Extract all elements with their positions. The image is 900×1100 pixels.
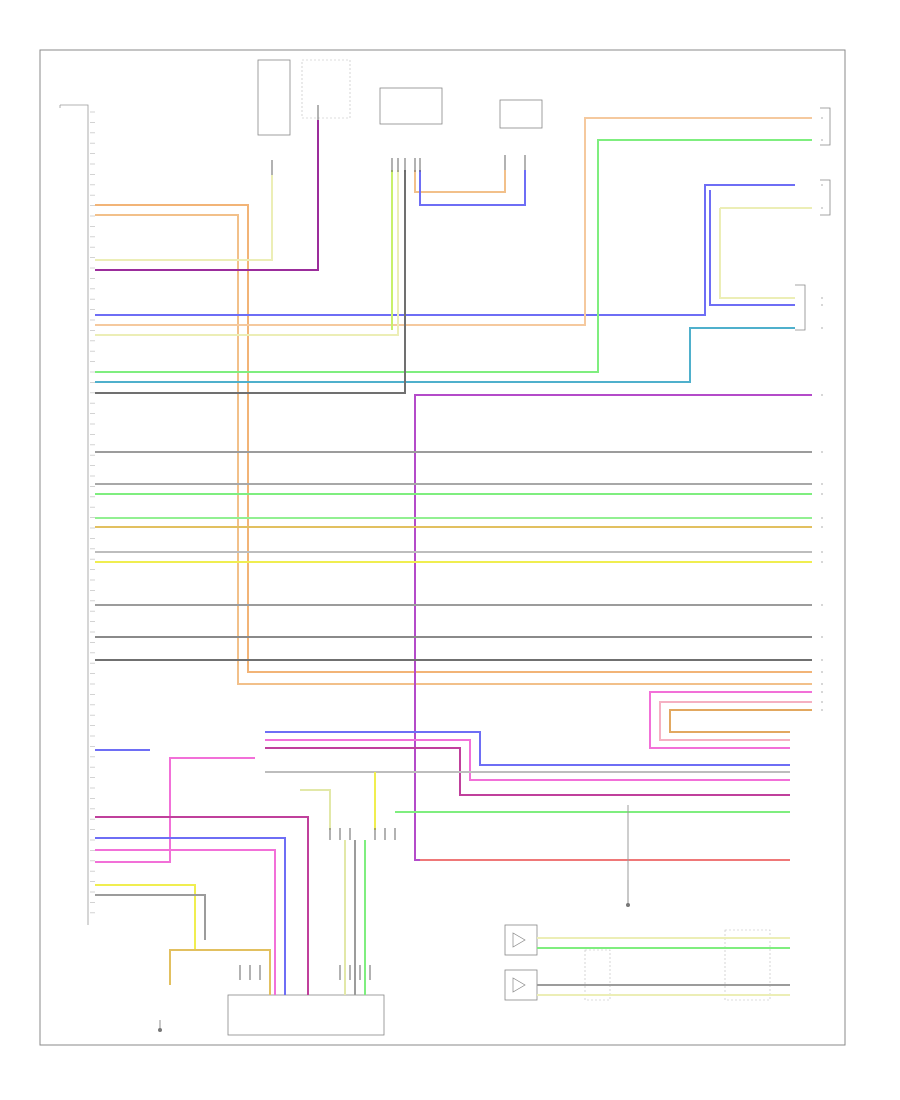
bottom-right-dashed-box [724, 929, 771, 1001]
right-end-dot [821, 493, 823, 495]
wire-orange-2 [95, 214, 812, 685]
wire-blue-6 [95, 837, 286, 995]
wire-green-1 [95, 139, 812, 373]
wire-tan-2 [669, 709, 812, 733]
ground-symbol-right [626, 880, 630, 907]
wire-blue-1 [95, 184, 795, 316]
top-sensor-box [257, 59, 291, 136]
right-connector-mid [820, 179, 831, 216]
right-end-dot [821, 327, 823, 329]
wire-cream-3 [719, 207, 812, 299]
left-pin-column [90, 111, 95, 914]
bottom-connector-pins [239, 965, 371, 980]
right-end-dot [821, 671, 823, 673]
right-end-dot [821, 691, 823, 693]
right-end-dot [821, 709, 823, 711]
right-end-dot [821, 517, 823, 519]
mid-connector-pins [329, 828, 396, 840]
wire-orange-1 [95, 204, 812, 673]
wire-pink-1 [649, 691, 812, 749]
diagram-frame [39, 49, 846, 1046]
ground-symbol-left [158, 1020, 162, 1032]
right-end-dot [821, 526, 823, 528]
right-end-dot [821, 184, 823, 186]
wire-cream-2 [95, 170, 399, 336]
wire-salmon-1 [659, 701, 812, 741]
wire-green-2 [95, 327, 795, 383]
wire-cream-1 [95, 175, 273, 261]
right-end-dot [821, 636, 823, 638]
right-end-dot [821, 604, 823, 606]
right-connector-upper [820, 107, 831, 146]
wire-harness [95, 117, 812, 996]
top-center-module [379, 87, 443, 125]
right-end-dot [821, 394, 823, 396]
wire-pink-2 [265, 739, 790, 781]
right-tick-column [821, 117, 823, 711]
wire-orange-3 [95, 117, 812, 326]
wire-purple-2 [414, 394, 812, 861]
wire-pink-4 [95, 849, 276, 995]
top-connector-pins [271, 105, 526, 175]
right-end-dot [821, 659, 823, 661]
amplifier-triangle-2 [512, 977, 526, 993]
wire-blue-4 [265, 731, 790, 766]
right-end-dot [821, 701, 823, 703]
wire-blue-3 [419, 170, 526, 206]
top-fuse-box [301, 59, 351, 119]
wire-blue-2 [709, 190, 795, 306]
right-end-dot [821, 451, 823, 453]
wire-pink-3 [95, 757, 255, 863]
bottom-center-module [227, 994, 385, 1036]
wire-magenta-2 [95, 816, 309, 995]
lower-amplifier-1 [504, 924, 538, 956]
bottom-mid-dashed-box [584, 949, 611, 1001]
right-end-dot [821, 304, 823, 306]
wire-gray-1 [95, 170, 406, 394]
right-end-dot [821, 207, 823, 209]
wire-gray-9 [95, 894, 206, 940]
wire-purple-1 [95, 120, 319, 271]
right-end-dot [821, 561, 823, 563]
lower-amplifier-2 [504, 969, 538, 1001]
right-end-dot [821, 297, 823, 299]
control-module-outline [60, 104, 89, 925]
right-end-dot [821, 551, 823, 553]
amplifier-triangle-1 [512, 932, 526, 948]
right-end-dot [821, 117, 823, 119]
wire-yellow-3 [95, 884, 196, 950]
right-end-dot [821, 683, 823, 685]
right-end-dot [821, 139, 823, 141]
right-connector-lower [795, 284, 806, 331]
wire-orange-4 [414, 170, 506, 193]
wire-cream-4 [300, 789, 331, 830]
top-right-module [499, 99, 543, 129]
wire-tan-3 [169, 949, 271, 995]
right-end-dot [821, 483, 823, 485]
